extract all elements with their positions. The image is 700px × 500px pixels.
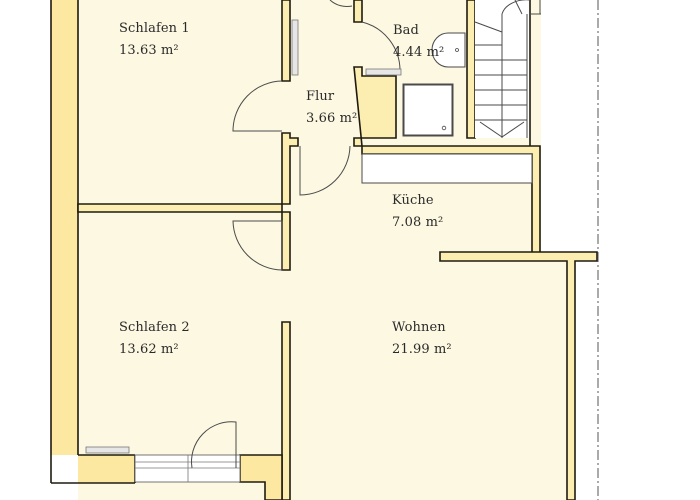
room-area: 4.44 m² [393,45,445,60]
room-kueche: Küche 7.08 m² [392,190,443,234]
room-area: 21.99 m² [392,342,452,357]
kitchen-counter [361,153,533,184]
radiator-icon [85,446,130,454]
room-name: Schlafen 1 [119,21,190,36]
room-bad: Bad 4.44 m² [393,20,444,64]
door-schlafen-1 [232,80,283,132]
staircase-icon [474,0,561,146]
room-name: Schlafen 2 [119,320,190,335]
room-area: 13.63 m² [119,43,179,58]
room-name: Bad [393,23,419,38]
exterior-area [541,0,700,252]
room-name: Küche [392,193,434,208]
outer-wall-left [51,0,135,483]
washbasin-icon [431,32,466,68]
wall-flur-bad-upper [353,0,363,23]
wall-kueche-wohnen [439,251,598,500]
room-area: 13.62 m² [119,342,179,357]
room-name: Flur [306,89,335,104]
room-name: Wohnen [392,320,446,335]
wall-schlafen1-flur-upper [281,0,291,82]
wall-schlafen2-wohnen-lower [281,321,291,500]
door-top [329,0,353,8]
radiator-icon [365,68,402,76]
room-schlafen-1: Schlafen 1 13.63 m² [119,18,190,62]
radiator-icon [291,19,299,76]
shower-tray [402,83,454,137]
door-bad [361,21,401,71]
room-area: 7.08 m² [392,215,444,230]
balcony-door-swing [191,421,237,469]
wall-schlafen-divider [77,203,283,213]
room-schlafen-2: Schlafen 2 13.62 m² [119,317,190,361]
room-area: 3.66 m² [306,111,358,126]
room-flur: Flur 3.66 m² [306,86,357,130]
balcony-door[interactable] [134,454,241,483]
wall-schlafen1-flur-lower [281,132,299,205]
room-wohnen: Wohnen 21.99 m² [392,317,452,361]
wall-bad-stairs [466,0,476,139]
wall-schlafen2-wohnen-upper [281,211,291,271]
door-flur [299,145,351,196]
door-schlafen-2 [232,220,283,271]
